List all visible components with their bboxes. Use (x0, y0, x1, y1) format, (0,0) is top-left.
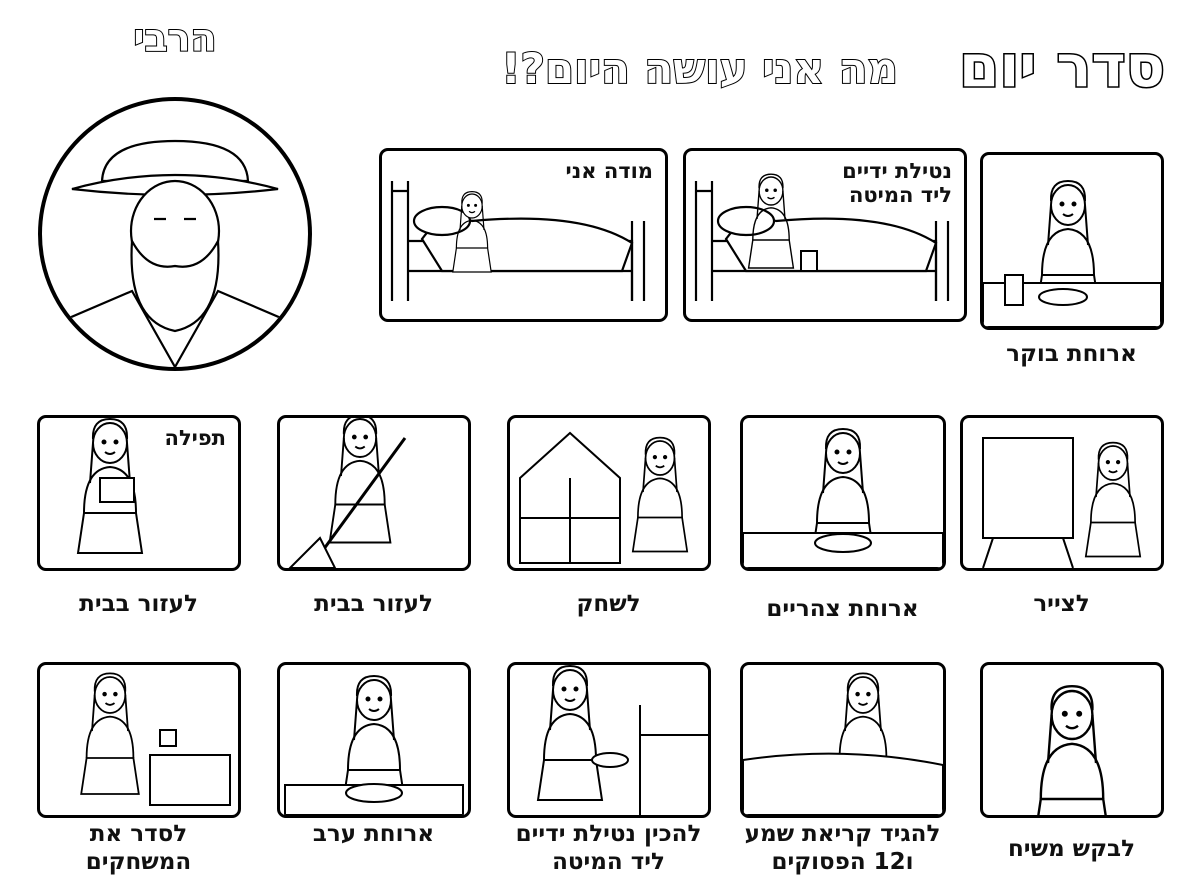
card-drawing (960, 415, 1164, 571)
rebbe-label: הרבי (132, 15, 217, 61)
card-caption: ארוחת בוקר (1006, 341, 1137, 367)
girl-in-bed-praying-illustration (743, 672, 943, 815)
girl-preparing-bowl-illustration (537, 665, 708, 815)
card-label: מודה אני (565, 159, 653, 183)
card-caption: לבקש משיח (1008, 836, 1135, 862)
rebbe-portrait (38, 97, 312, 371)
card-helping-home (277, 415, 471, 571)
girl-tidying-toys-illustration (80, 672, 231, 806)
card-asking-moshiach (980, 662, 1164, 818)
girl-praying-illustration (77, 418, 143, 554)
card-netilat-yadayim: נטילת ידיים ליד המיטה (683, 148, 967, 322)
card-modeh-ani: מודה אני (379, 148, 668, 322)
card-caption: להגיד קריאת שמע ו12 הפסוקים (744, 821, 941, 875)
card-caption: לסדר את המשחקים (85, 821, 192, 875)
girl-washing-hands-illustration (694, 173, 950, 303)
card-caption: ארוחת צהריים (766, 596, 919, 622)
page-subtitle: מה אני עושה היום?! (500, 43, 899, 94)
card-breakfast (980, 152, 1164, 330)
girl-eating-breakfast-illustration (983, 180, 1161, 327)
card-caption: ארוחת ערב (312, 821, 435, 847)
card-kriat-shema (740, 662, 946, 818)
girl-eating-lunch-illustration (743, 428, 943, 568)
girl-eating-dinner-illustration (284, 675, 464, 815)
card-tefila: תפילה (37, 415, 241, 571)
card-caption: לצייר (1033, 591, 1090, 617)
card-label: נטילת ידיים ליד המיטה (842, 159, 952, 207)
card-lunch (740, 415, 946, 571)
card-preparing-washing (507, 662, 711, 818)
card-playing (507, 415, 711, 571)
page-title: סדר יום (957, 31, 1166, 102)
card-caption: לעזור בבית (314, 591, 433, 617)
card-tidying-toys (37, 662, 241, 818)
girl-looking-up-illustration (1032, 685, 1112, 815)
girl-painting-illustration (982, 437, 1142, 568)
card-dinner (277, 662, 471, 818)
card-caption: לעזור בבית (79, 591, 198, 617)
card-label: תפילה (164, 426, 226, 450)
girl-sweeping-illustration (288, 418, 407, 568)
card-caption: להכין נטילת ידיים ליד המיטה (515, 821, 702, 875)
card-caption: לשחק (576, 591, 641, 617)
girl-with-dollhouse-illustration (519, 431, 689, 564)
